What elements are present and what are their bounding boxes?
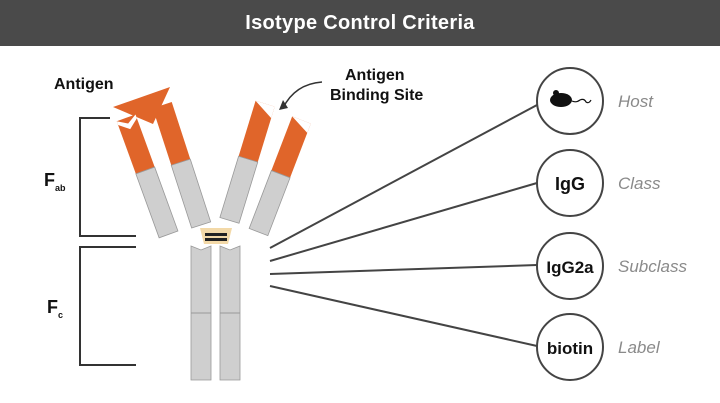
arrow-head [279,100,288,110]
fc-bracket [79,246,136,366]
fab-label: Fab [44,170,66,193]
criterion-class: IgG Class [536,149,661,217]
fab-arm-right-inner [219,100,275,224]
criterion-label-host: Host [618,92,654,111]
antigen-label: Antigen [54,76,114,93]
criterion-host: Host [536,67,654,135]
fab-bracket [79,117,136,237]
title-bar: Isotype Control Criteria [0,0,720,46]
criterion-subclass: IgG2a Subclass [536,232,687,300]
curved-arrow-icon [282,81,323,109]
badge-label: biotin [547,339,593,358]
diagram-title: Isotype Control Criteria [245,11,475,34]
binding-site-label-1: Antigen [345,67,405,84]
mouse-icon [550,90,592,107]
fc-label: Fc [47,297,63,320]
criterion-label-class: Class [618,174,661,193]
connector-lines [269,104,538,347]
fab-arm-right-outer [248,116,311,237]
fab-arm-left-outer [116,114,179,239]
hinge-disulfide [200,228,232,244]
fab-arm-left-inner [152,102,212,229]
criterion-label-subclass: Subclass [618,257,687,276]
badge-class: IgG [555,174,585,194]
binding-site-label-2: Binding Site [330,87,423,104]
fc-stem-left [190,245,212,381]
fc-stem-right [219,245,241,381]
criterion-label-label: Label [618,338,661,357]
criterion-label: biotin Label [536,313,661,381]
antibody-diagram: Fab Fc Antigen Antigen Binding Site [44,67,687,381]
badge-subclass: IgG2a [546,258,594,277]
